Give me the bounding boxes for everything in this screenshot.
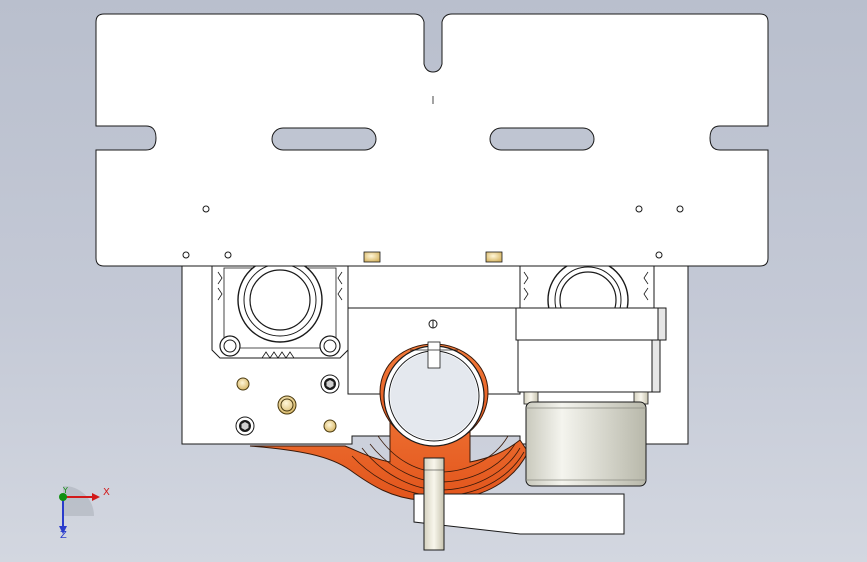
axis-y-label: Y [63, 486, 68, 495]
bolt-pattern [235, 374, 340, 436]
tube [379, 341, 489, 447]
foot-bracket [413, 457, 625, 551]
coordinate-triad [59, 485, 100, 534]
left-bearing-block [211, 257, 349, 359]
y-axis-dot [59, 493, 67, 501]
center-clamp-block [347, 261, 521, 395]
axis-x-label: X [103, 487, 110, 498]
axis-z-label: Z [60, 530, 67, 541]
top-mounting-plate [95, 13, 769, 267]
actuator-assembly [515, 307, 667, 487]
